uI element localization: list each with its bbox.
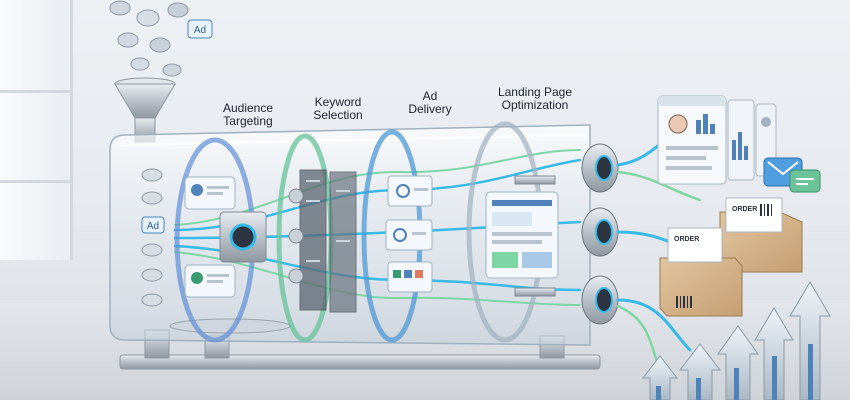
stage-label-line: Keyword	[314, 95, 362, 109]
ad-card	[385, 219, 433, 251]
output-nozzles	[581, 143, 619, 325]
ad-card-icon	[187, 19, 213, 39]
stage-label-keyword-selection: Keyword Selection	[313, 96, 362, 122]
analytics-cards	[657, 95, 777, 185]
chat-bubble-icon	[789, 169, 821, 193]
ad-delivery-module	[385, 175, 433, 293]
coin-icon	[109, 0, 131, 16]
up-arrow-icon	[717, 325, 759, 400]
audience-targeting-module	[184, 176, 267, 298]
package-box	[659, 257, 743, 317]
stage-label-line: Audience	[222, 101, 274, 115]
window-mullion	[0, 180, 70, 183]
stage-label-ad-delivery: Ad Delivery	[408, 90, 451, 116]
filter-panel	[299, 169, 327, 311]
up-arrow-icon	[754, 307, 794, 400]
message-icons	[763, 157, 821, 193]
coin-icon	[149, 37, 171, 53]
stage-label-line: Landing Page	[497, 85, 573, 99]
up-arrow-icon	[678, 343, 722, 400]
target-lens-icon	[229, 223, 257, 251]
stage-label-line: Targeting	[223, 114, 273, 128]
background-window	[0, 0, 73, 260]
keyword-selection-module	[288, 169, 357, 313]
stage-label-line: Ad	[422, 89, 438, 103]
valve	[514, 175, 556, 185]
stage-label-line: Selection	[313, 108, 363, 122]
ad-card-text: Ad	[194, 25, 206, 36]
stage-label-line: Delivery	[408, 102, 452, 116]
order-label	[667, 227, 723, 263]
coin-icon	[130, 57, 150, 71]
search-icon	[396, 184, 410, 198]
window-mullion	[0, 90, 70, 93]
ad-card-icon	[141, 216, 165, 234]
order-packages: ORDER ORDER	[659, 197, 803, 317]
coin-icon	[162, 63, 182, 77]
order-label	[725, 197, 783, 233]
up-arrow-icon	[789, 281, 831, 400]
person-avatar-icon	[668, 114, 688, 134]
coin-icon	[117, 32, 139, 48]
falling-coins: Ad	[109, 0, 213, 77]
ad-card-text: Ad	[147, 221, 159, 232]
coin-icon	[288, 228, 304, 244]
coin-icon	[288, 188, 304, 204]
user-icon	[191, 272, 203, 284]
landing-page-module	[485, 175, 559, 297]
stage-label-line: Optimization	[501, 98, 569, 112]
profile-analytics-card	[657, 95, 727, 185]
coin-icon	[167, 2, 189, 18]
stage-label-landing-page-optimization: Landing Page Optimization	[498, 86, 572, 112]
funnel	[114, 77, 176, 143]
search-icon	[393, 228, 407, 242]
coin-icon	[288, 268, 304, 284]
user-icon	[191, 184, 203, 196]
up-arrow-icon	[641, 355, 679, 400]
stage-label-audience-targeting: Audience Targeting	[223, 102, 273, 128]
valve	[514, 287, 556, 297]
growth-arrows	[641, 281, 831, 400]
order-label-text: ORDER	[674, 236, 699, 243]
coin-icon	[136, 9, 160, 27]
order-label-text: ORDER	[732, 206, 757, 213]
